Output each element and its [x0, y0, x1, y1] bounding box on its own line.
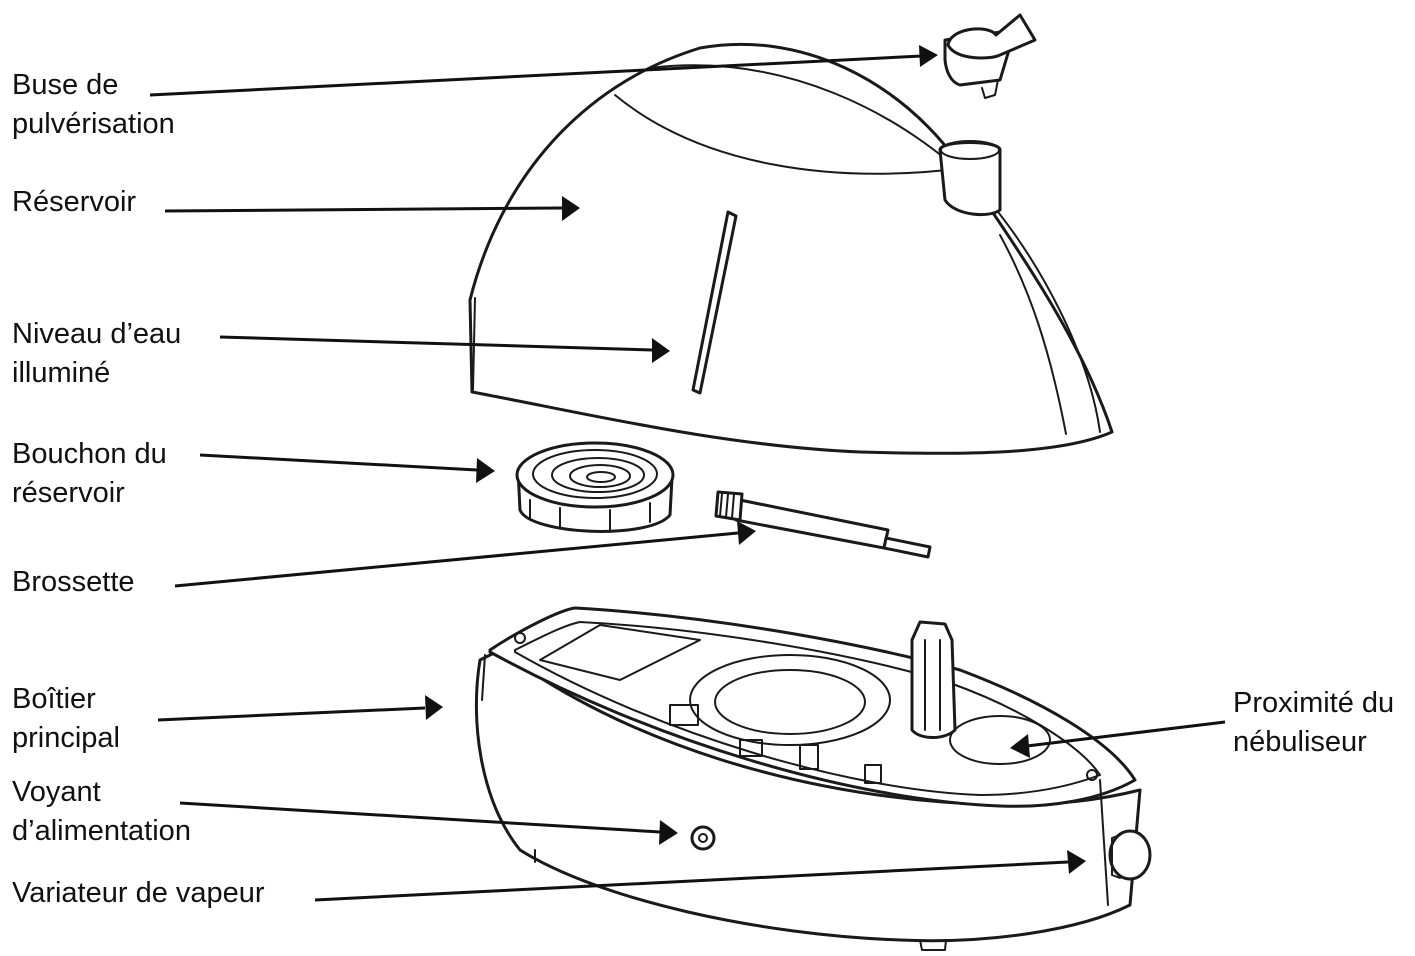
label-nozzle: Buse de pulvérisation [12, 69, 175, 140]
tank-illustration [468, 42, 1114, 455]
label-tank-cap: Bouchon du réservoir [12, 438, 167, 509]
brush-illustration [714, 490, 932, 559]
label-mist-dial: Variateur de vapeur [12, 877, 265, 909]
label-main-housing: Boîtier principal [12, 683, 120, 754]
nozzle-illustration [943, 13, 1037, 99]
label-brush: Brossette [12, 566, 135, 598]
label-nebulizer: Proximité du nébuliseur [1233, 687, 1395, 758]
base-illustration [474, 606, 1152, 951]
cap-illustration [515, 441, 675, 533]
label-power-light: Voyant d’alimentation [12, 776, 191, 847]
leader-lines [149, 45, 1226, 902]
label-water-level: Niveau d’eau illuminé [12, 318, 182, 389]
label-tank: Réservoir [12, 186, 137, 218]
